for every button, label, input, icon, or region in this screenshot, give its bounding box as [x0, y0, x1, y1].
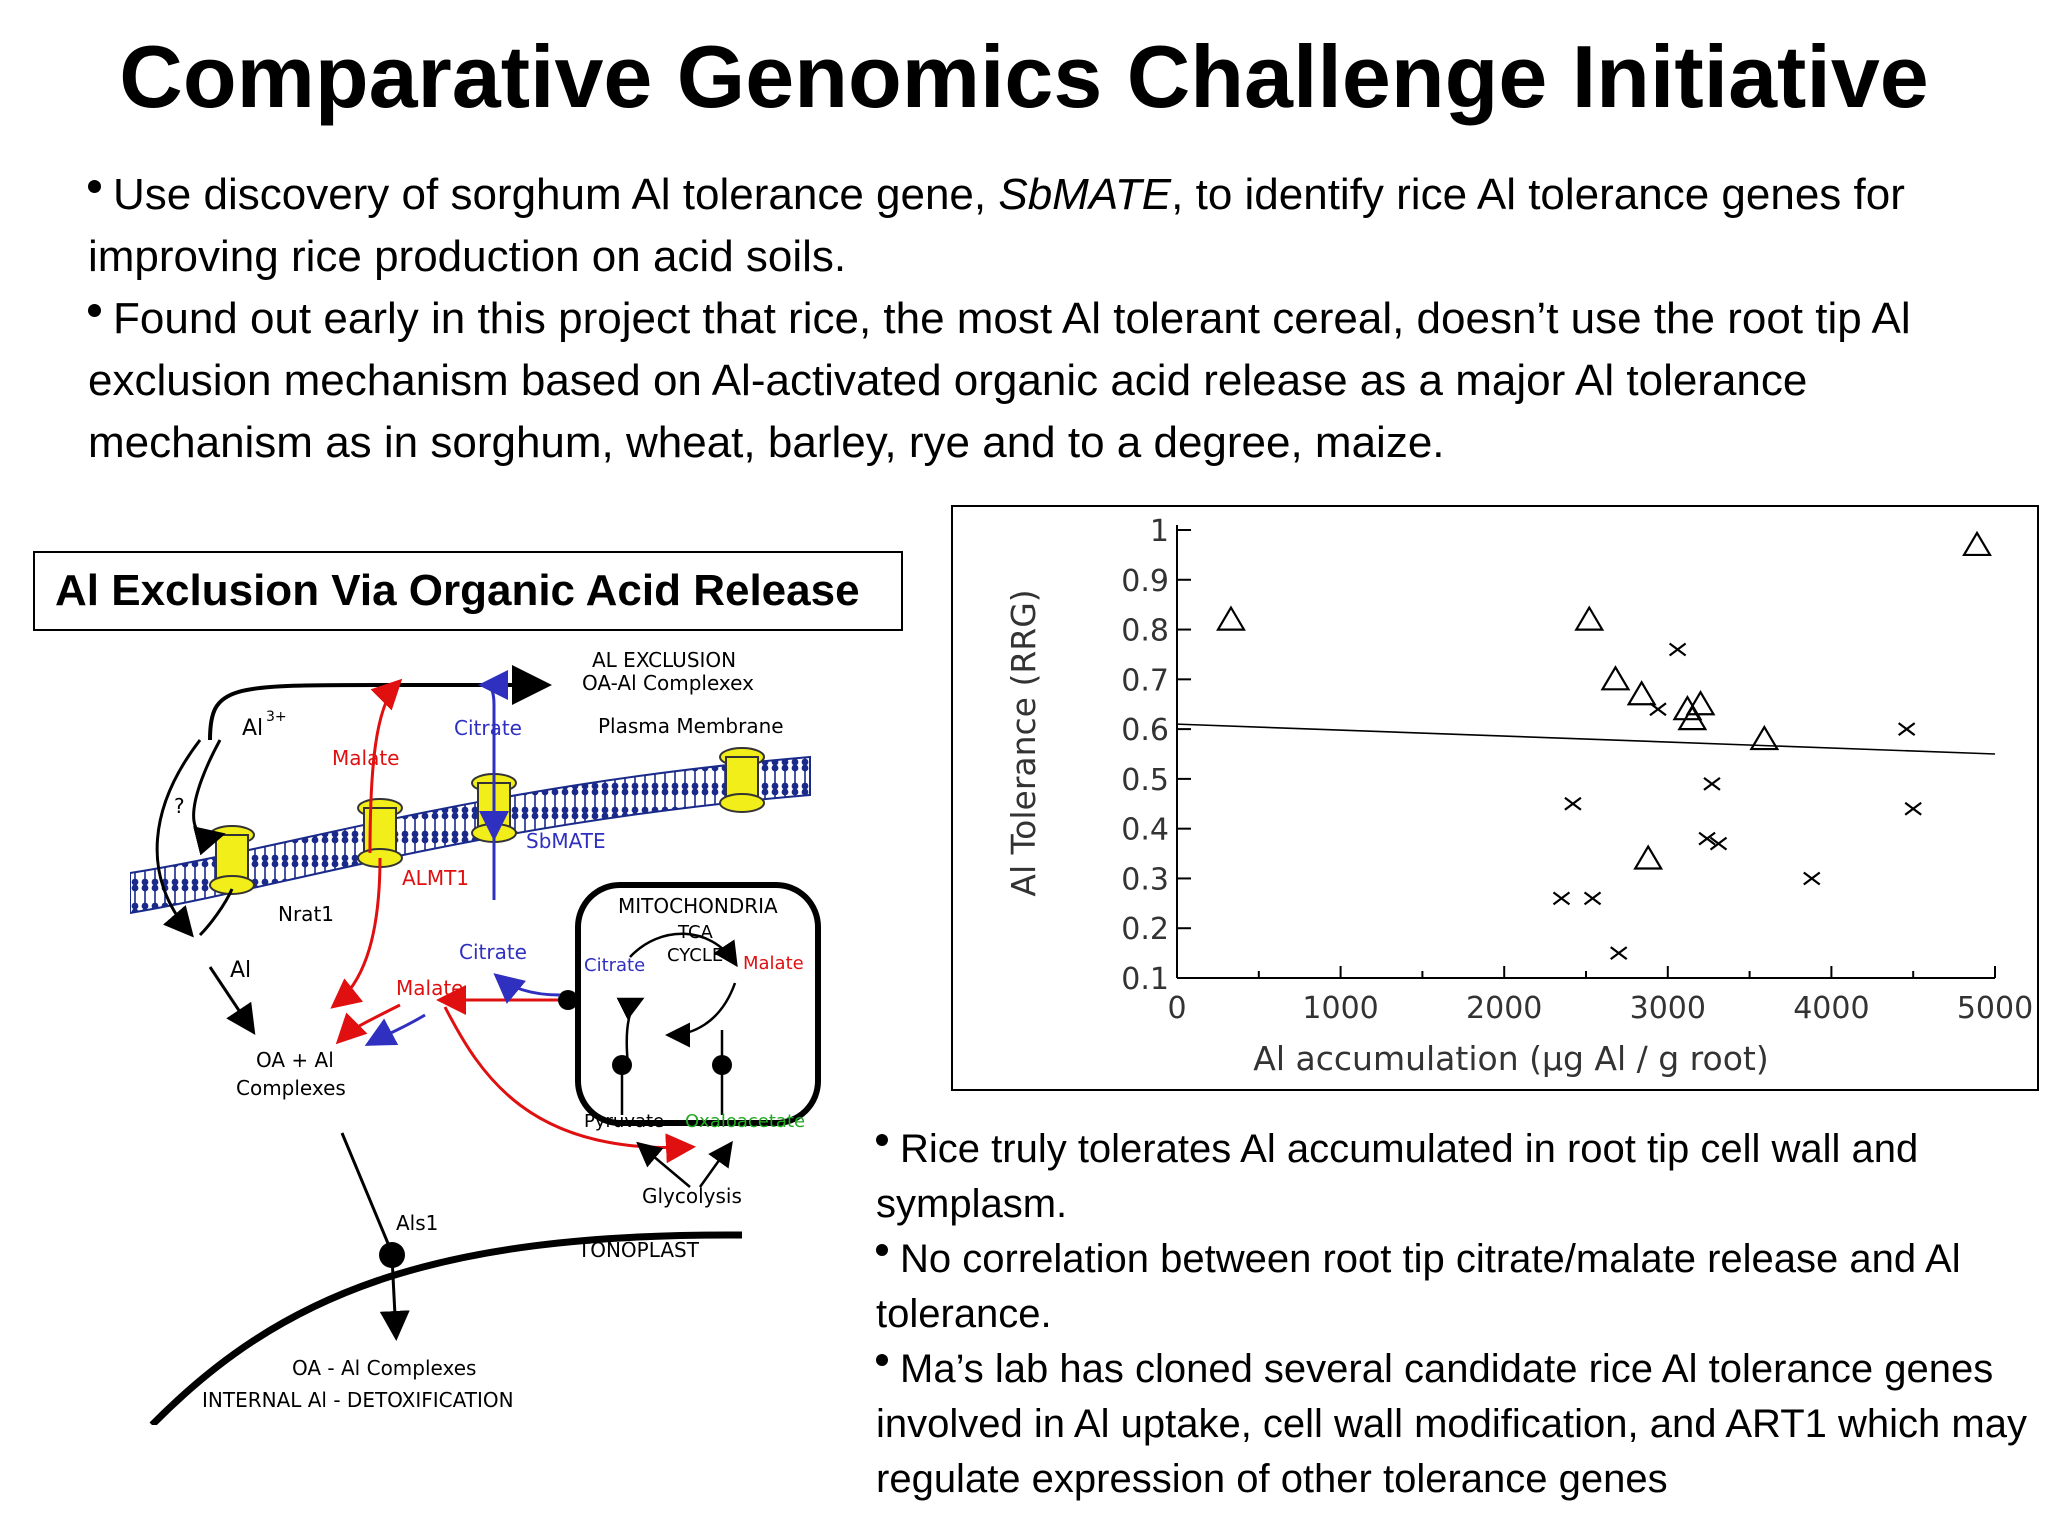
cross-point	[1897, 722, 1916, 736]
bullet-text: Rice truly tolerates Al accumulated in r…	[876, 1127, 1919, 1226]
y-tick-label: 0.9	[1121, 564, 1169, 599]
chart-marks	[1176, 530, 1996, 960]
oxaloacetate-label: Oxaloacetate	[685, 1111, 805, 1132]
diagram-title-box: Al Exclusion Via Organic Acid Release	[33, 551, 903, 631]
citrate-mito-label: Citrate	[584, 955, 645, 976]
x-tick-label: 3000	[1630, 991, 1706, 1026]
bullet-text: Use discovery of sorghum Al tolerance ge…	[113, 170, 999, 219]
x-tick-label: 5000	[1957, 991, 2033, 1026]
bullet-dot-icon	[88, 180, 101, 193]
al-exclusion-label: AL EXCLUSION	[592, 648, 736, 672]
bottom-bullet-1: Rice truly tolerates Al accumulated in r…	[876, 1122, 2036, 1232]
bottom-bullet-2: No correlation between root tip citrate/…	[876, 1232, 2036, 1342]
triangle-point	[1749, 724, 1780, 751]
y-tick-label: 0.4	[1121, 813, 1169, 848]
als1-label: Als1	[396, 1211, 438, 1235]
cross-point	[1649, 702, 1667, 717]
triangle-point	[1574, 605, 1605, 631]
tonoplast-label: TONOPLAST	[577, 1238, 700, 1262]
oa-complexex-label: OA-Al Complexex	[582, 671, 754, 695]
bullet-text: No correlation between root tip citrate/…	[876, 1237, 1961, 1336]
bullet-text: , to identify rice Al tolerance genes fo…	[88, 170, 1905, 281]
y-tick-label: 0.5	[1121, 763, 1169, 798]
cross-point	[1564, 796, 1582, 811]
y-tick-label: 0.8	[1121, 614, 1169, 649]
cross-point	[1904, 801, 1922, 816]
triangle-point	[1633, 844, 1664, 870]
triangle-point	[1962, 530, 1992, 557]
chart-axes: 0.1 0.2 0.3 0.4 0.5 0.6 0.7 0.8 0.9 1 0 1000 2000 300…	[1121, 514, 2033, 1026]
cross-point	[1668, 642, 1687, 657]
malate-top-label: Malate	[332, 746, 399, 770]
bottom-bullet-3: Ma’s lab has cloned several candidate ri…	[876, 1342, 2036, 1507]
y-tick-label: 0.6	[1121, 713, 1169, 748]
diagram-labels: AL EXCLUSION OA-Al Complexex Al 3+ Malat…	[174, 648, 805, 1412]
malate-mid-label: Malate	[396, 976, 463, 1000]
cross-point	[1698, 831, 1716, 846]
plasma-membrane-label: Plasma Membrane	[598, 714, 784, 738]
top-bullet-list: Use discovery of sorghum Al tolerance ge…	[88, 164, 1988, 474]
oa-al-label: OA + Al	[256, 1048, 334, 1072]
almt1-label: ALMT1	[402, 866, 469, 890]
scatter-chart: 0.1 0.2 0.3 0.4 0.5 0.6 0.7 0.8 0.9 1 0 1000 2000 300…	[1004, 514, 2033, 1078]
y-tick-label: 0.3	[1121, 862, 1169, 897]
complexes-label: Complexes	[236, 1076, 346, 1100]
al3-label: Al	[242, 716, 263, 741]
x-tick-label: 2000	[1466, 991, 1542, 1026]
al-inside-label: Al	[230, 958, 251, 983]
x-tick-label: 4000	[1793, 991, 1869, 1026]
top-bullet-1: Use discovery of sorghum Al tolerance ge…	[88, 164, 1988, 288]
triangle-point	[1685, 690, 1716, 716]
x-axis-label: Al accumulation (µg Al / g root)	[1253, 1039, 1768, 1078]
internal-detox-label: INTERNAL Al - DETOXIFICATION	[202, 1388, 514, 1412]
cross-point	[1803, 871, 1821, 886]
cross-point	[1703, 776, 1721, 791]
oa-al-complexes-label: OA - Al Complexes	[292, 1356, 476, 1380]
bullet-text: Found out early in this project that ric…	[88, 294, 1911, 467]
pyruvate-label: Pyruvate	[584, 1111, 664, 1132]
al-exclusion-diagram: AL EXCLUSION OA-Al Complexex Al 3+ Malat…	[130, 648, 821, 1425]
bottom-bullet-list: Rice truly tolerates Al accumulated in r…	[876, 1122, 2036, 1507]
malate-mito-label: Malate	[743, 953, 804, 974]
citrate-top-label: Citrate	[454, 716, 522, 740]
question-label: ?	[174, 794, 185, 818]
y-tick-label: 0.7	[1121, 663, 1169, 698]
citrate-mid-label: Citrate	[459, 940, 527, 964]
x-tick-label: 1000	[1302, 991, 1378, 1026]
triangle-point	[1677, 704, 1708, 731]
mitochondria-label: MITOCHONDRIA	[618, 894, 778, 918]
bullet-dot-icon	[876, 1134, 888, 1146]
chart-frame	[951, 505, 2039, 1091]
triangle-point	[1600, 665, 1631, 691]
tca-label: TCA	[677, 922, 714, 943]
plasma-membrane	[130, 755, 811, 915]
bullet-dot-icon	[88, 304, 101, 317]
top-bullet-2: Found out early in this project that ric…	[88, 288, 1988, 474]
bullet-text: Ma’s lab has cloned several candidate ri…	[876, 1347, 2027, 1501]
cycle-label: CYCLE	[667, 945, 723, 966]
trend-line	[1176, 723, 1996, 755]
gene-name: SbMATE	[998, 170, 1172, 219]
triangle-point	[1216, 605, 1246, 631]
cross-point	[1552, 891, 1571, 906]
cross-point	[1583, 891, 1602, 906]
bullet-dot-icon	[876, 1354, 888, 1366]
glycolysis-label: Glycolysis	[642, 1184, 742, 1208]
sbmate-label: SbMATE	[526, 829, 606, 853]
al3-sup-label: 3+	[266, 709, 287, 725]
y-tick-label: 0.1	[1121, 962, 1169, 997]
y-tick-label: 0.2	[1121, 912, 1169, 947]
y-tick-label: 1	[1150, 514, 1169, 549]
cross-point	[1610, 946, 1628, 960]
y-axis-label: Al Tolerance (RRG)	[1004, 589, 1043, 896]
cross-point	[1709, 836, 1728, 851]
bullet-dot-icon	[876, 1244, 888, 1256]
triangle-point	[1626, 680, 1657, 706]
x-tick-label: 0	[1167, 991, 1186, 1026]
nrat1-label: Nrat1	[278, 902, 334, 926]
slide-title: Comparative Genomics Challenge Initiativ…	[119, 27, 1929, 126]
